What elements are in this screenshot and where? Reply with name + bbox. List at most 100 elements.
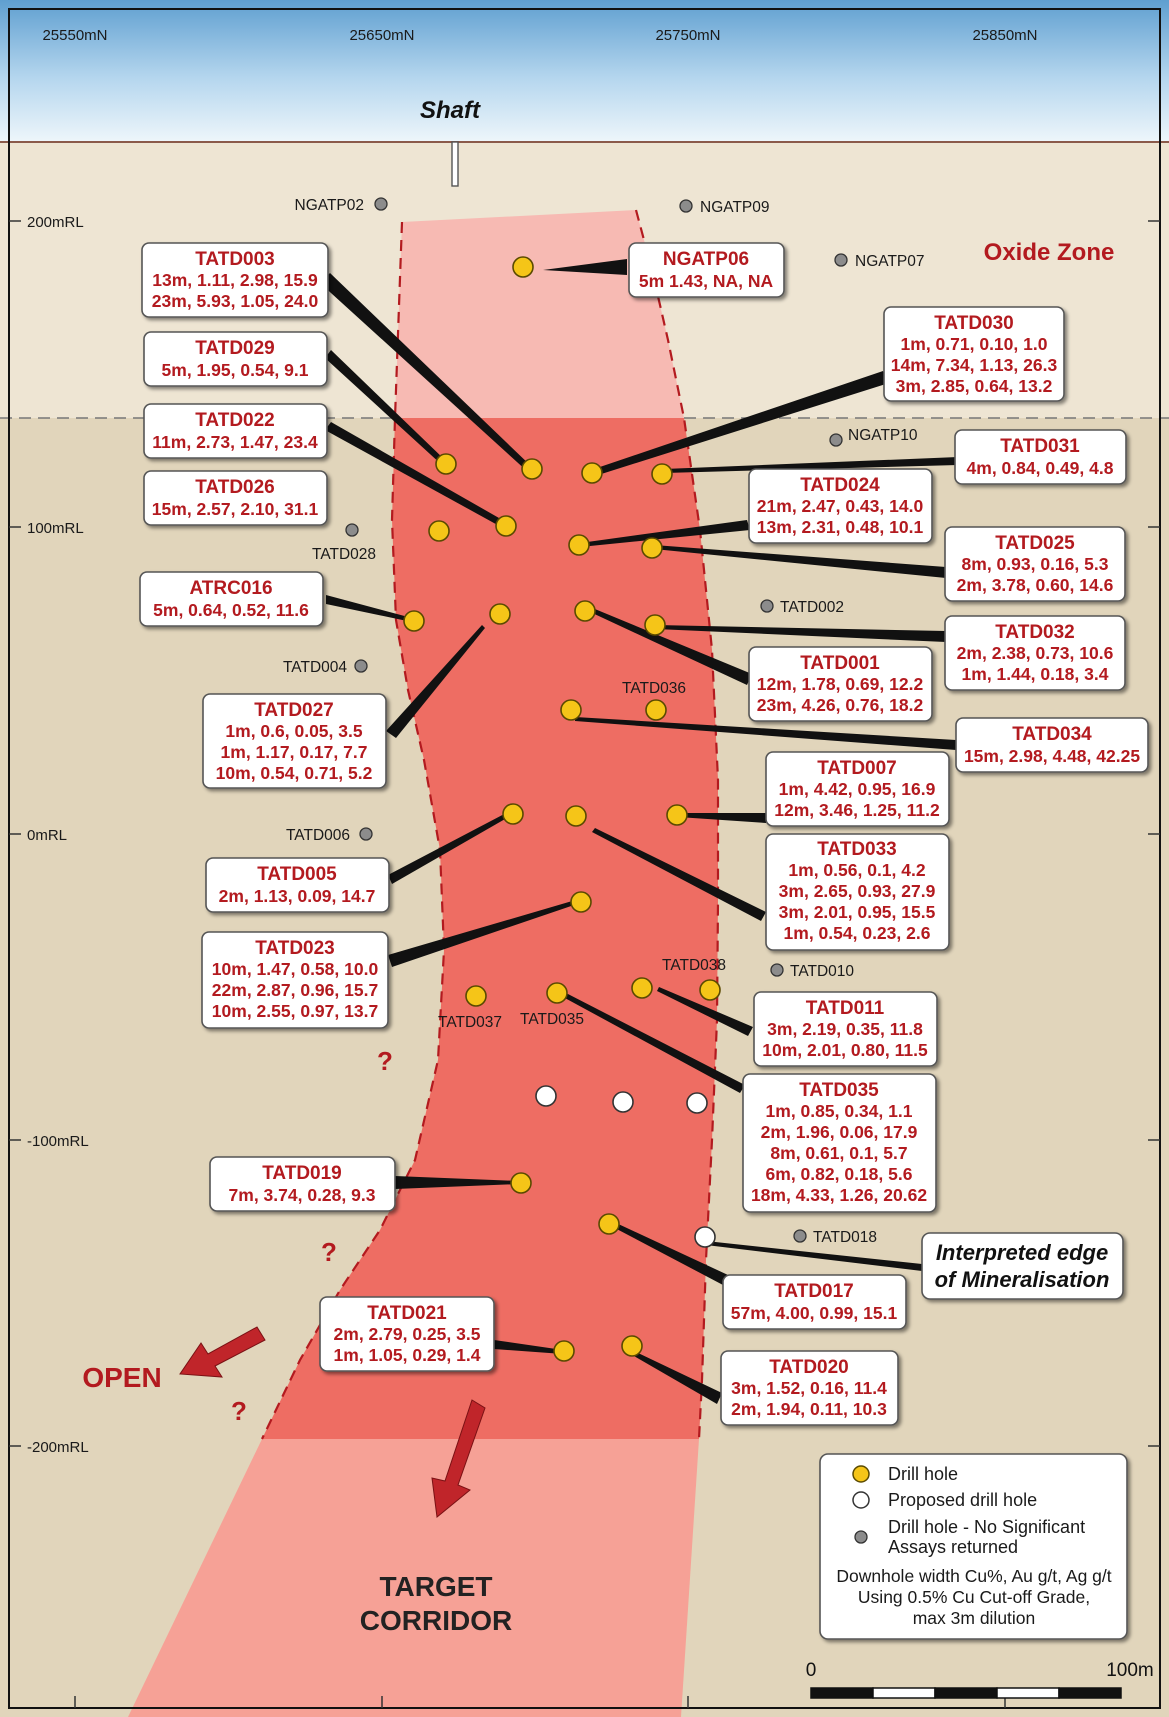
assay-box-line: 1m, 0.56, 0.1, 4.2 — [788, 860, 925, 880]
legend-proposed-hole-icon — [853, 1492, 869, 1508]
proposed-drill-hole — [687, 1093, 707, 1113]
drill-hole — [490, 604, 510, 624]
drill-hole — [511, 1173, 531, 1193]
assay-box-line: 2m, 1.94, 0.11, 10.3 — [731, 1399, 887, 1419]
assay-box-line: 10m, 1.47, 0.58, 10.0 — [212, 959, 379, 979]
question-mark: ? — [377, 1046, 393, 1076]
drill-hole — [582, 463, 602, 483]
hole-label: NGATP10 — [848, 427, 918, 444]
assay-box-title: TATD011 — [806, 998, 885, 1019]
assay-box-line: 2m, 2.79, 0.25, 3.5 — [334, 1324, 481, 1344]
drill-hole — [646, 700, 666, 720]
assay-box-line: 2m, 2.38, 0.73, 10.6 — [957, 643, 1114, 663]
assay-box-line: 1m, 0.71, 0.10, 1.0 — [901, 334, 1048, 354]
scale-bar — [811, 1688, 1121, 1698]
proposed-drill-hole — [613, 1092, 633, 1112]
assay-box-line: 1m, 0.6, 0.05, 3.5 — [225, 721, 362, 741]
assay-box-line: 7m, 3.74, 0.28, 9.3 — [229, 1185, 376, 1205]
assay-box-line: 1m, 0.85, 0.34, 1.1 — [766, 1101, 913, 1121]
hole-label: TATD010 — [790, 963, 854, 980]
assay-box-line: 6m, 0.82, 0.18, 5.6 — [766, 1164, 913, 1184]
hole-label: NGATP02 — [295, 197, 365, 214]
assay-box-title: TATD035 — [799, 1080, 879, 1101]
assay-box-line: 10m, 0.54, 0.71, 5.2 — [216, 763, 373, 783]
assay-box-title: TATD007 — [817, 758, 897, 779]
sky — [0, 0, 1169, 142]
drill-hole — [547, 983, 567, 1003]
assay-box-line: 5m, 1.95, 0.54, 9.1 — [162, 360, 309, 380]
assay-box-title: ATRC016 — [189, 578, 272, 599]
legend-item: Drill hole — [888, 1464, 958, 1484]
assay-box-line: 5m, 0.64, 0.52, 11.6 — [153, 600, 309, 620]
rl-label: -200mRL — [27, 1439, 89, 1456]
hole-label: TATD036 — [622, 680, 686, 697]
assay-box-title: TATD022 — [195, 410, 275, 431]
assay-box-line: 13m, 1.11, 2.98, 15.9 — [152, 270, 318, 290]
nsa-hole-ngatp09 — [680, 200, 692, 212]
edge-callout-line1: Interpreted edge — [936, 1240, 1108, 1265]
assay-box-title: TATD032 — [995, 622, 1075, 643]
scale-start-label: 0 — [806, 1660, 817, 1681]
assay-box-line: 10m, 2.55, 0.97, 13.7 — [212, 1001, 378, 1021]
rl-label: 100mRL — [27, 520, 84, 537]
drill-hole — [429, 521, 449, 541]
legend-drill-hole-icon — [853, 1466, 869, 1482]
assay-box-line: 15m, 2.98, 4.48, 42.25 — [964, 746, 1140, 766]
assay-box-title: TATD024 — [800, 475, 880, 496]
legend-note: Using 0.5% Cu Cut-off Grade, — [858, 1587, 1090, 1607]
drill-hole — [503, 804, 523, 824]
nsa-hole-tatd010 — [771, 964, 783, 976]
hole-label: TATD037 — [438, 1014, 502, 1031]
drill-hole — [622, 1336, 642, 1356]
drill-hole — [700, 980, 720, 1000]
assay-box-title: TATD030 — [934, 313, 1014, 334]
drill-hole — [642, 538, 662, 558]
northing-label: 25550mN — [42, 27, 107, 44]
assay-box-line: 8m, 0.61, 0.1, 5.7 — [770, 1143, 907, 1163]
drill-hole — [513, 257, 533, 277]
nsa-hole-tatd002 — [761, 600, 773, 612]
hole-label: NGATP09 — [700, 199, 770, 216]
assay-box-line: 2m, 1.96, 0.06, 17.9 — [761, 1122, 918, 1142]
assay-box-line: 23m, 4.26, 0.76, 18.2 — [757, 695, 924, 715]
assay-box-line: 13m, 2.31, 0.48, 10.1 — [757, 517, 924, 537]
drill-hole — [571, 892, 591, 912]
target-label-line2: CORRIDOR — [360, 1605, 512, 1636]
nsa-hole-tatd006 — [360, 828, 372, 840]
hole-label: TATD006 — [286, 827, 350, 844]
drill-hole — [566, 806, 586, 826]
nsa-hole-ngatp02 — [375, 198, 387, 210]
assay-box-title: TATD023 — [255, 938, 335, 959]
assay-box-line: 18m, 4.33, 1.26, 20.62 — [751, 1185, 927, 1205]
drill-hole — [645, 615, 665, 635]
drill-hole — [667, 805, 687, 825]
drill-hole — [554, 1341, 574, 1361]
nsa-hole-ngatp07 — [835, 254, 847, 266]
oxide-zone-label: Oxide Zone — [984, 239, 1115, 266]
drill-hole — [632, 978, 652, 998]
assay-box-title: TATD025 — [995, 533, 1075, 554]
assay-box-line: 15m, 2.57, 2.10, 31.1 — [152, 499, 319, 519]
legend-note: Downhole width Cu%, Au g/t, Ag g/t — [836, 1566, 1111, 1586]
assay-box-line: 57m, 4.00, 0.99, 15.1 — [731, 1303, 898, 1323]
hole-label: TATD038 — [662, 957, 726, 974]
target-label-line1: TARGET — [379, 1571, 492, 1602]
assay-box-line: 1m, 1.44, 0.18, 3.4 — [962, 664, 1109, 684]
assay-box-line: 3m, 2.01, 0.95, 15.5 — [779, 902, 936, 922]
assay-box-title: TATD031 — [1000, 436, 1080, 457]
assay-box-line: 14m, 7.34, 1.13, 26.3 — [891, 355, 1058, 375]
assay-box-title: TATD026 — [195, 477, 275, 498]
drill-hole — [404, 611, 424, 631]
northing-label: 25850mN — [972, 27, 1037, 44]
assay-box-line: 10m, 2.01, 0.80, 11.5 — [762, 1040, 928, 1060]
question-mark: ? — [321, 1237, 337, 1267]
shaft-label: Shaft — [420, 97, 481, 124]
assay-box-title: TATD005 — [257, 864, 337, 885]
hole-label: TATD028 — [312, 546, 376, 563]
legend-item: Assays returned — [888, 1537, 1018, 1557]
hole-label: TATD035 — [520, 1011, 584, 1028]
drill-hole — [561, 700, 581, 720]
assay-box-line: 8m, 0.93, 0.16, 5.3 — [962, 554, 1109, 574]
assay-box-title: TATD021 — [367, 1303, 447, 1324]
assay-box-title: TATD003 — [195, 249, 275, 270]
